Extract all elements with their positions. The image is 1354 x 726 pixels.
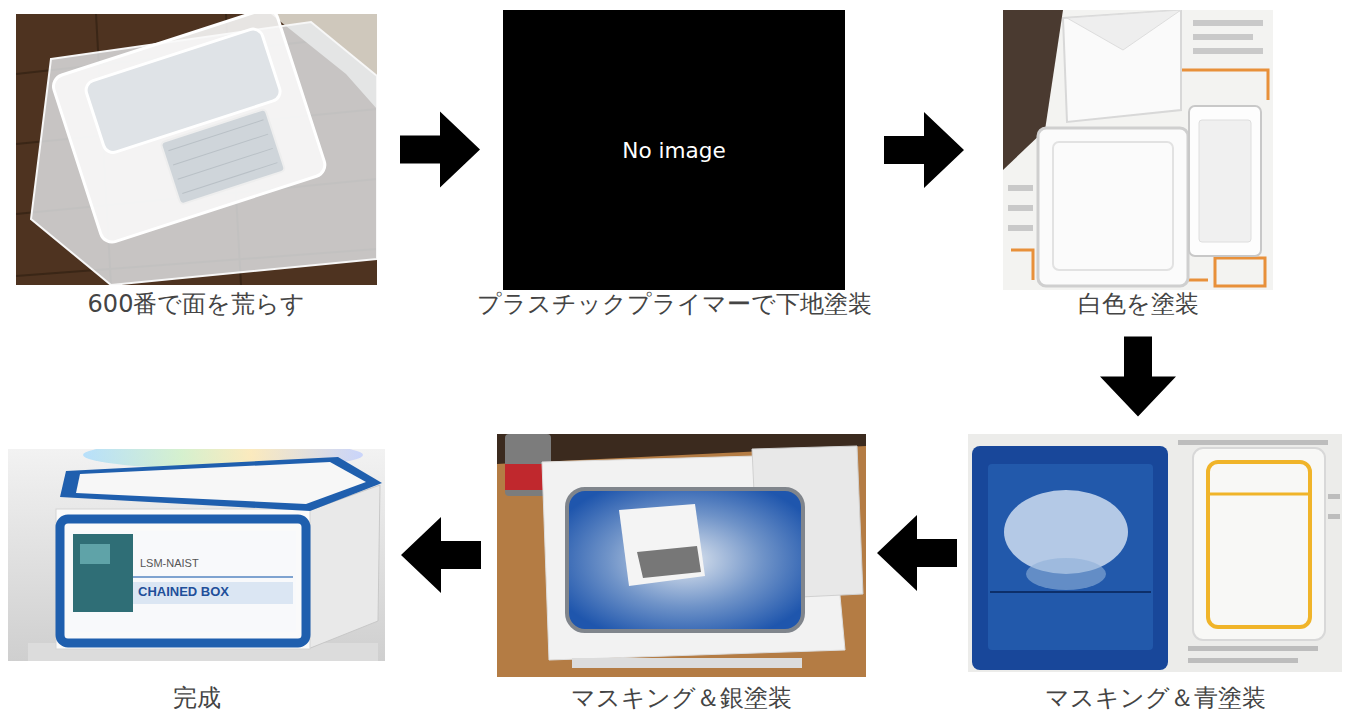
photo-frame [497, 434, 866, 677]
step-caption: プラスチックプライマーで下地塗装 [477, 290, 872, 319]
step-caption: マスキング＆青塗装 [1045, 684, 1266, 713]
process-step: 白色を塗装 [1003, 10, 1273, 319]
placeholder-text: No image [503, 10, 845, 290]
photo-frame [16, 14, 377, 285]
block-arrow [877, 515, 957, 591]
photo-sanding [16, 6, 377, 285]
photo-blue-paint [968, 434, 1342, 672]
process-step: マスキング＆銀塗装 [497, 434, 866, 713]
step-caption: 白色を塗装 [1078, 290, 1199, 319]
photo-white-paint [1003, 10, 1273, 290]
product-label: LSM-NAIST [140, 557, 199, 570]
step-caption: マスキング＆銀塗装 [571, 684, 792, 713]
block-arrow [884, 112, 964, 188]
block-arrow [400, 112, 480, 188]
step-caption: 600番で面を荒らす [88, 290, 306, 319]
process-step: 600番で面を荒らす [16, 14, 377, 319]
photo-frame [968, 434, 1342, 672]
step-caption: 完成 [173, 684, 221, 713]
block-arrow [401, 517, 481, 593]
photo-frame [1003, 10, 1273, 290]
photo-frame [8, 449, 385, 661]
photo-finished-box [8, 441, 385, 661]
block-arrow [1100, 336, 1176, 416]
no-image-panel [503, 10, 845, 290]
process-step: No imageプラスチックプライマーで下地塗装 [503, 10, 845, 319]
process-step: 完成 [8, 449, 385, 713]
process-step: マスキング＆青塗装 [968, 434, 1342, 713]
photo-frame: No image [503, 10, 845, 290]
photo-silver-paint [497, 434, 866, 677]
product-label: CHAINED BOX [138, 584, 229, 600]
